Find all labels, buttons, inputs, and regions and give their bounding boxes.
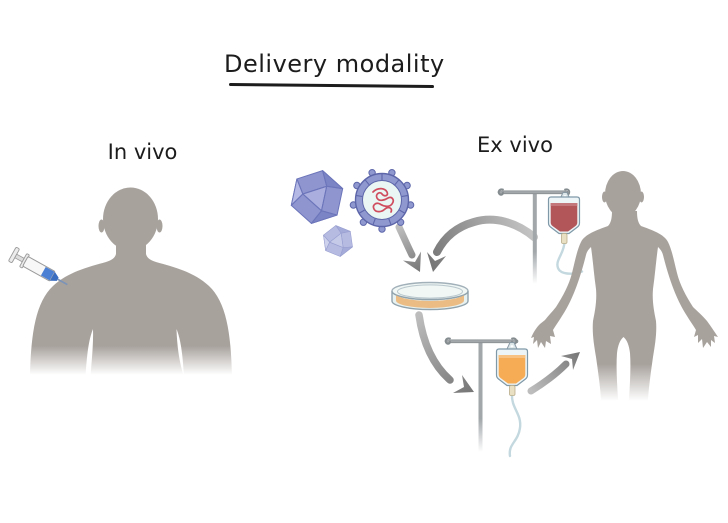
head	[605, 171, 641, 217]
ex-vivo-section-label: Ex vivo	[477, 133, 553, 157]
arrow-bag-to-patient	[527, 352, 580, 395]
petri-dish-icon	[391, 281, 469, 311]
iv-pole	[532, 192, 537, 284]
arrow-virus-to-dish	[395, 223, 421, 272]
in-vivo-patient-silhouette	[22, 187, 240, 380]
syringe-icon	[8, 247, 68, 286]
head	[103, 187, 158, 251]
page-title: Delivery modality	[224, 50, 445, 78]
iv-tube	[508, 392, 522, 458]
iv-hook-icon	[497, 188, 504, 196]
iv-stand-blood	[497, 188, 584, 284]
iv-hook-icon	[444, 337, 451, 345]
icosahedral-virus-large-icon	[288, 165, 346, 229]
in-vivo-section-label: In vivo	[107, 140, 178, 164]
enveloped-virus-icon	[349, 169, 415, 233]
iv-pole	[478, 341, 483, 452]
arrow-blood-to-dish	[427, 215, 538, 272]
cell-product-bag-icon	[495, 342, 529, 396]
blood-bag-icon	[547, 192, 581, 244]
icosahedral-virus-small-icon	[322, 223, 354, 259]
viral-genome-icon	[372, 187, 395, 213]
iv-stand-product	[444, 337, 529, 458]
arrow-dish-to-bag	[415, 311, 474, 393]
ex-vivo-patient-silhouette	[531, 171, 718, 408]
